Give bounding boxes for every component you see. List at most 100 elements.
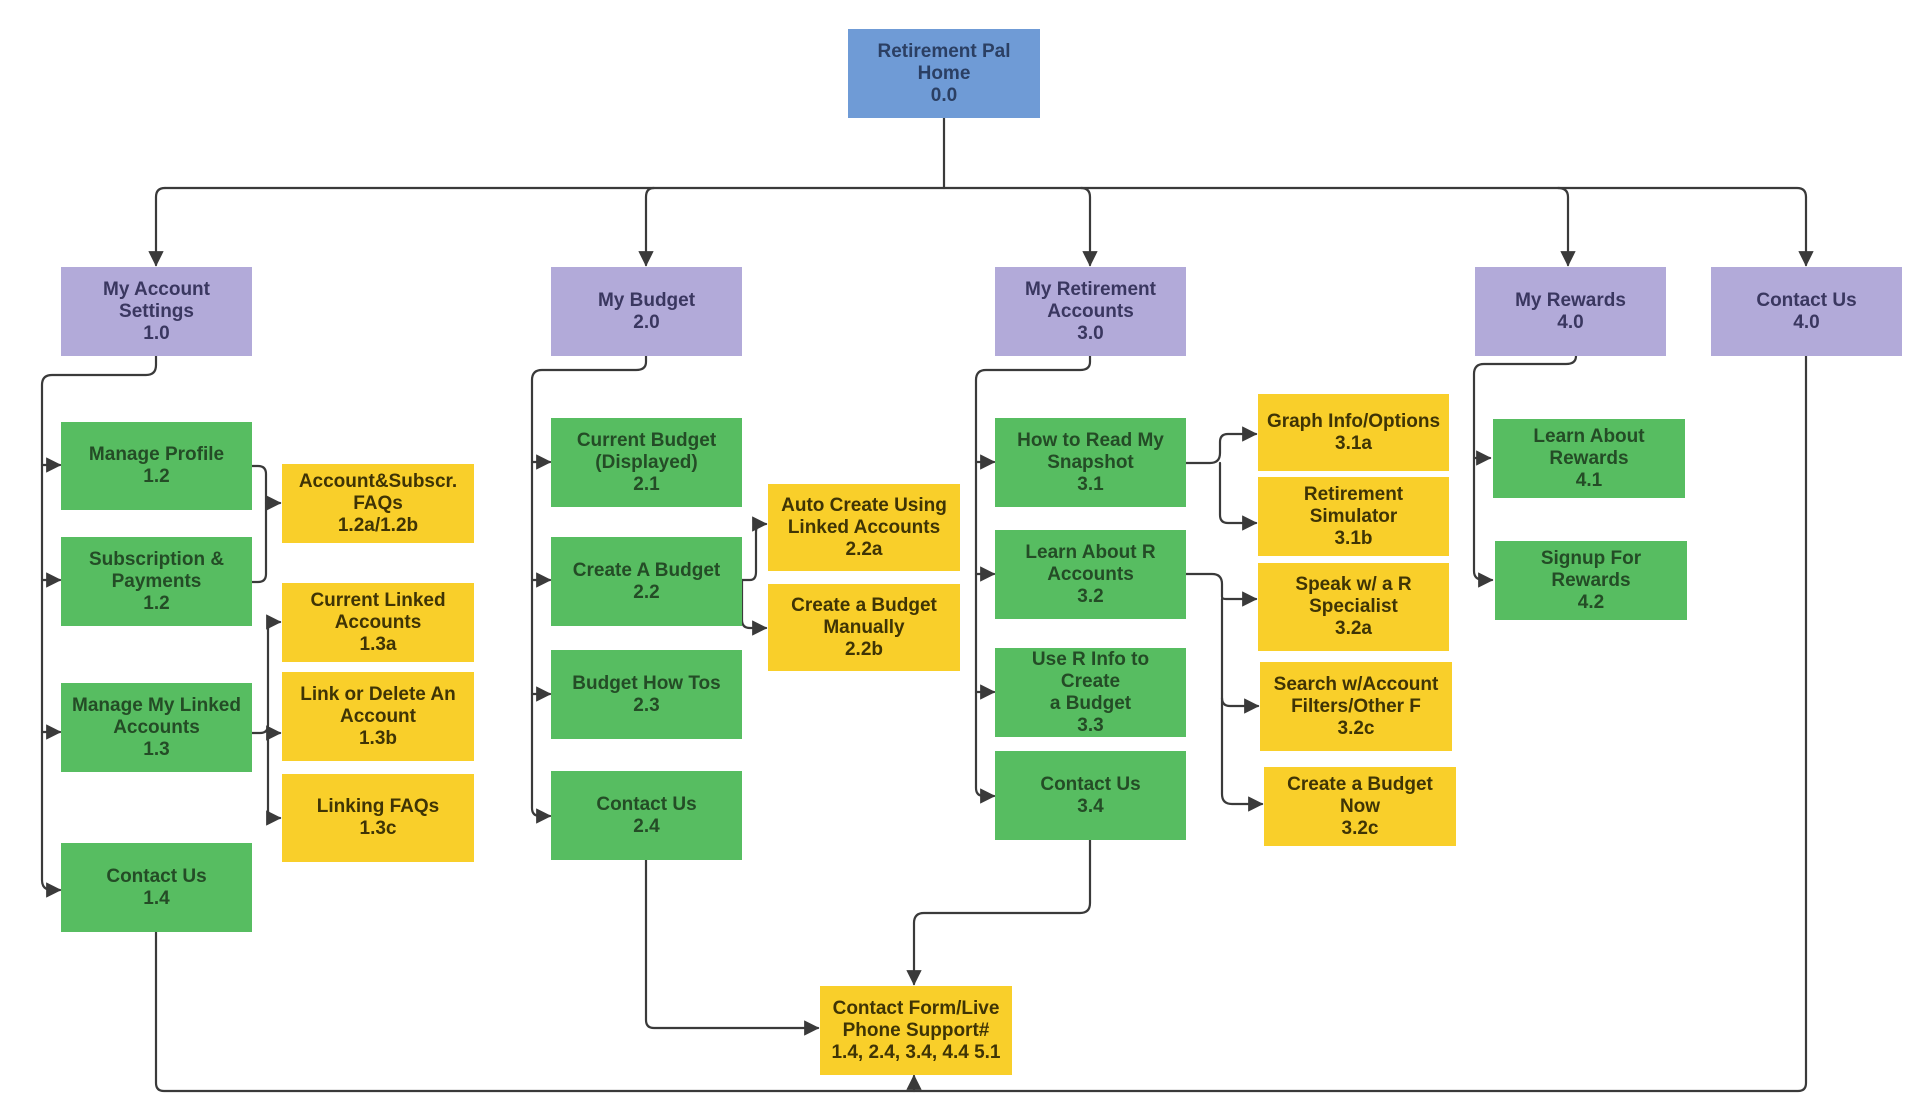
node-title: Auto Create Using Linked Accounts [781,494,947,538]
node-code: 1.2 [143,592,170,614]
connector-to-3-1b [1218,461,1258,531]
node-title: Subscription & Payments [88,548,225,592]
node-title: Manage Profile [88,444,225,465]
node-title: My Account Settings [103,278,210,322]
node-account-subscr-faqs[interactable]: Account&Subscr. FAQs 1.2a/1.2b [282,464,474,543]
node-current-budget[interactable]: Current Budget (Displayed) 2.1 [551,418,742,507]
connector-to-3-2a [1184,572,1258,607]
node-title: Contact Us [596,793,697,815]
node-title: Learn About Rewards [1533,425,1645,469]
node-code: 4.1 [1575,469,1603,491]
node-create-a-budget[interactable]: Create A Budget 2.2 [551,537,742,626]
node-code: 0.0 [930,84,958,106]
connector-branch-1-trunk [40,354,158,898]
node-subscription-payments[interactable]: Subscription & Payments 1.2 [61,537,252,626]
node-signup-for-rewards[interactable]: Signup For Rewards 4.2 [1495,541,1687,620]
node-title: Graph Info/Options [1266,410,1441,432]
node-auto-create-budget[interactable]: Auto Create Using Linked Accounts 2.2a [768,484,960,571]
node-learn-about-r-accounts[interactable]: Learn About R Accounts 3.2 [995,530,1186,619]
node-code: 2.2b [844,638,884,660]
node-code: 3.1 [1077,473,1104,495]
node-title: Contact Us [1756,289,1857,311]
node-contact-us-4-0[interactable]: Contact Us 4.0 [1711,267,1902,356]
node-code: 3.2a [1335,618,1372,639]
node-code: 3.4 [1077,795,1104,817]
node-title: Retirement Simulator [1303,483,1404,527]
connector-to-2-0 [638,186,656,267]
node-my-retirement-accounts[interactable]: My Retirement Accounts 3.0 [995,267,1186,356]
node-code: 3.1a [1335,432,1372,454]
node-budget-how-tos[interactable]: Budget How Tos 2.3 [551,650,742,739]
node-code: 1.3b [358,727,398,749]
node-learn-about-rewards[interactable]: Learn About Rewards 4.1 [1493,419,1685,498]
connector-branch-2-trunk [530,354,648,824]
node-code: 2.1 [633,473,660,495]
node-code: 1.2 [143,466,170,487]
node-code: 3.2c [1337,717,1375,739]
connector-to-3-2c-search [1220,597,1260,714]
node-my-account-settings[interactable]: My Account Settings 1.0 [61,267,252,356]
node-speak-r-specialist[interactable]: Speak w/ a R Specialist 3.2a [1258,563,1449,651]
node-current-linked-accounts[interactable]: Current Linked Accounts 1.3a [282,583,474,662]
node-title: My Rewards [1515,289,1626,311]
node-search-account-filters[interactable]: Search w/Account Filters/Other F 3.2c [1260,662,1452,751]
node-title: Search w/Account Filters/Other F [1273,673,1439,717]
node-code: 1.4 [143,887,170,909]
node-title: Create a Budget Now [1287,773,1433,817]
node-code: 2.2 [633,581,660,603]
node-create-budget-now[interactable]: Create a Budget Now 3.2c [1264,767,1456,846]
connector-top-bus [163,186,1808,199]
node-retirement-simulator[interactable]: Retirement Simulator 3.1b [1258,477,1449,556]
node-link-or-delete-account[interactable]: Link or Delete An Account 1.3b [282,672,474,761]
node-contact-us-1-4[interactable]: Contact Us 1.4 [61,843,252,932]
node-create-budget-manually[interactable]: Create a Budget Manually 2.2b [768,584,960,671]
connector-2-4-to-contact-form [644,858,820,1036]
node-code: 1.3 [143,738,170,760]
node-code: 2.0 [633,311,660,333]
node-title: Current Linked Accounts [310,589,446,633]
node-linking-faqs[interactable]: Linking FAQs 1.3c [282,774,474,862]
node-my-budget[interactable]: My Budget 2.0 [551,267,742,356]
connector-to-4-0 [1556,186,1576,267]
node-title: Manage My Linked Accounts [72,694,241,738]
connector-bottom-loop [154,354,1808,1093]
node-title: Current Budget (Displayed) [576,429,717,473]
node-graph-info-options[interactable]: Graph Info/Options 3.1a [1258,394,1449,471]
node-title: Create a Budget Manually [791,594,937,638]
node-code: 3.2c [1341,817,1379,839]
node-my-rewards[interactable]: My Rewards 4.0 [1475,267,1666,356]
node-code: 1.3c [359,818,397,839]
node-title: Account&Subscr. FAQs [298,470,458,514]
node-code: 1.4, 2.4, 3.4, 4.4 5.1 [831,1041,1001,1063]
connector-1-2-bracket [250,464,268,584]
connector-to-1-0 [148,186,167,267]
node-title: My Retirement Accounts [1025,278,1156,322]
node-title: Linking FAQs [316,796,440,817]
node-title: How to Read My Snapshot [1017,429,1164,473]
node-code: 2.4 [633,815,660,837]
node-code: 3.2 [1077,585,1104,607]
node-title: Budget How Tos [572,672,721,694]
node-code: 4.0 [1793,311,1820,333]
connector-to-3-1a [1184,426,1258,465]
node-manage-linked-accounts[interactable]: Manage My Linked Accounts 1.3 [61,683,252,772]
node-how-to-read-snapshot[interactable]: How to Read My Snapshot 3.1 [995,418,1186,507]
node-use-r-info-create-budget[interactable]: Use R Info to Create a Budget 3.3 [995,648,1186,737]
node-code: 3.0 [1077,322,1104,344]
node-code: 3.3 [1077,714,1104,736]
node-contact-form-live-support[interactable]: Contact Form/Live Phone Support# 1.4, 2.… [820,986,1012,1075]
node-contact-us-3-4[interactable]: Contact Us 3.4 [995,751,1186,840]
node-code: 3.1b [1334,527,1373,549]
node-retirement-pal-home[interactable]: Retirement Pal Home 0.0 [848,29,1040,118]
connector-branch-4-trunk [1472,346,1578,588]
connector-branch-3-trunk [974,354,1092,804]
node-contact-us-2-4[interactable]: Contact Us 2.4 [551,771,742,860]
node-manage-profile[interactable]: Manage Profile 1.2 [61,422,252,510]
node-title: Contact Form/Live Phone Support# [832,997,1000,1041]
node-title: Create A Budget [572,559,721,581]
node-title: Link or Delete An Account [300,683,456,727]
node-code: 2.2a [845,538,883,560]
connector-to-1-3c [266,731,282,826]
